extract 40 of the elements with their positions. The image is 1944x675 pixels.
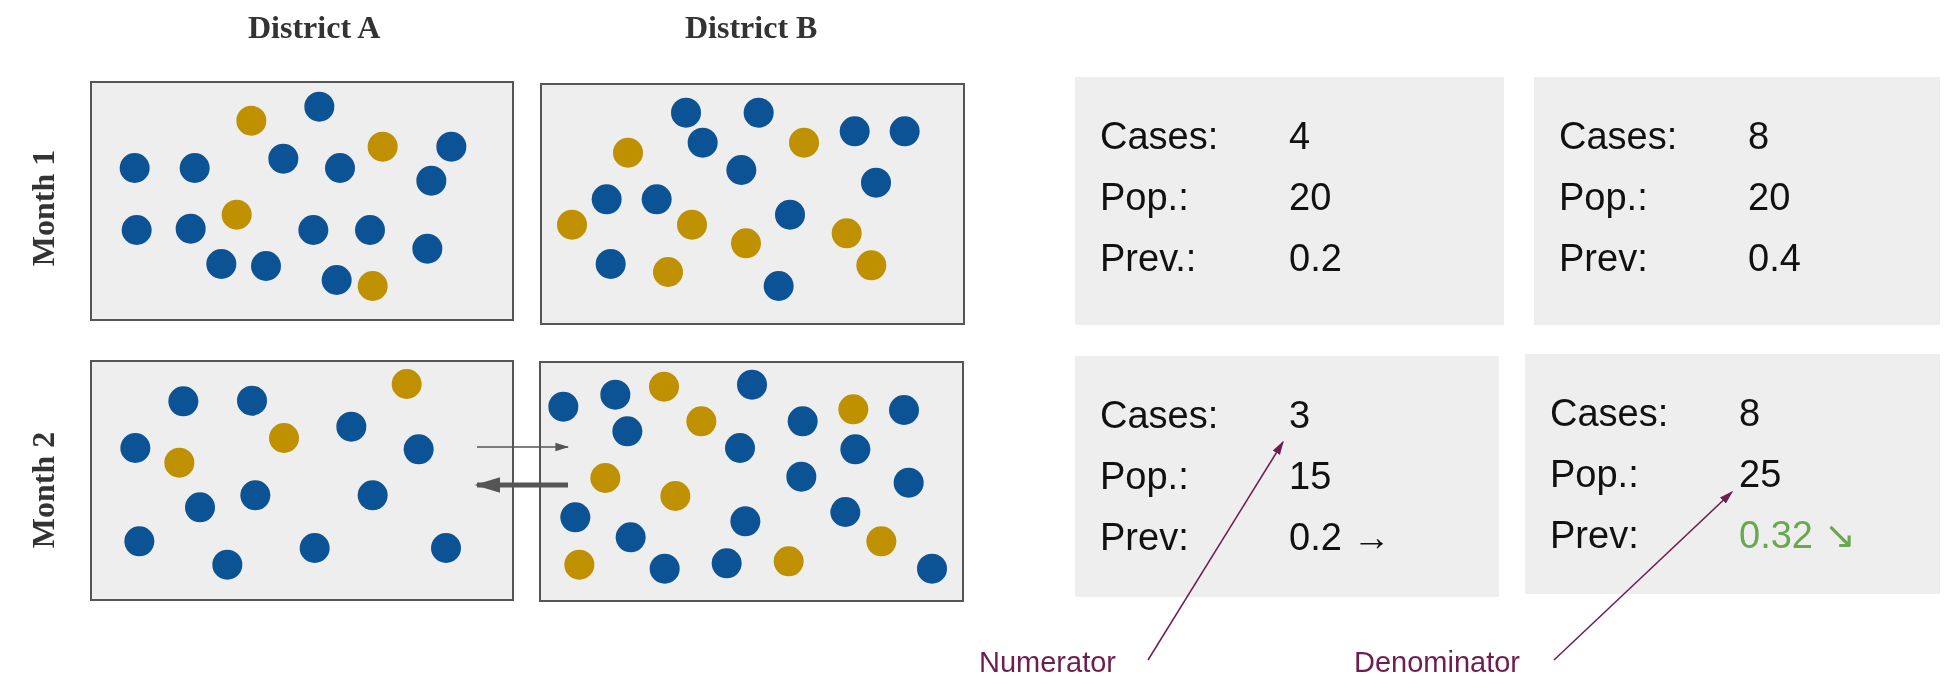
- stats-panel: [1525, 354, 1940, 594]
- annotation-text: Numerator: [979, 648, 1116, 675]
- stat-value: 4: [1289, 117, 1311, 155]
- arrow: [474, 477, 568, 493]
- district-box: [540, 83, 965, 325]
- stat-value: 3: [1289, 396, 1311, 434]
- stat-value: 0.2 →: [1289, 518, 1391, 556]
- district-box: [90, 81, 514, 321]
- stat-label: Cases:: [1100, 117, 1219, 155]
- stat-value: 15: [1289, 457, 1332, 495]
- stat-label: Prev:: [1550, 516, 1639, 554]
- stat-label: Cases:: [1559, 117, 1678, 155]
- stat-value: 20: [1748, 178, 1791, 216]
- stat-label: Prev:: [1100, 518, 1189, 556]
- stat-value: 0.2: [1289, 239, 1342, 277]
- stat-value: 8: [1748, 117, 1770, 155]
- row-heading: Month 1: [27, 149, 60, 267]
- stat-label: Pop.:: [1100, 457, 1189, 495]
- leader-line: [1147, 440, 1284, 661]
- stat-value: 8: [1739, 394, 1761, 432]
- stat-label: Cases:: [1100, 396, 1219, 434]
- district-box: [539, 361, 964, 602]
- stat-label: Cases:: [1550, 394, 1669, 432]
- district-box: [90, 360, 514, 601]
- stat-label: Pop.:: [1100, 178, 1189, 216]
- stat-value: 20: [1289, 178, 1332, 216]
- stats-panel: [1075, 356, 1499, 597]
- column-heading: District A: [248, 11, 381, 43]
- stat-value: 0.32 ↘: [1739, 516, 1856, 554]
- arrow: [476, 442, 570, 452]
- stat-label: Prev:: [1559, 239, 1648, 277]
- stat-label: Pop.:: [1550, 455, 1639, 493]
- row-heading: Month 2: [27, 431, 60, 549]
- stat-label: Prev.:: [1100, 239, 1197, 277]
- annotation-text: Denominator: [1354, 648, 1521, 675]
- stat-label: Pop.:: [1559, 178, 1648, 216]
- stat-value: 0.4: [1748, 239, 1801, 277]
- stat-value: 25: [1739, 455, 1782, 493]
- column-heading: District B: [685, 11, 818, 43]
- leader-line: [1553, 491, 1733, 661]
